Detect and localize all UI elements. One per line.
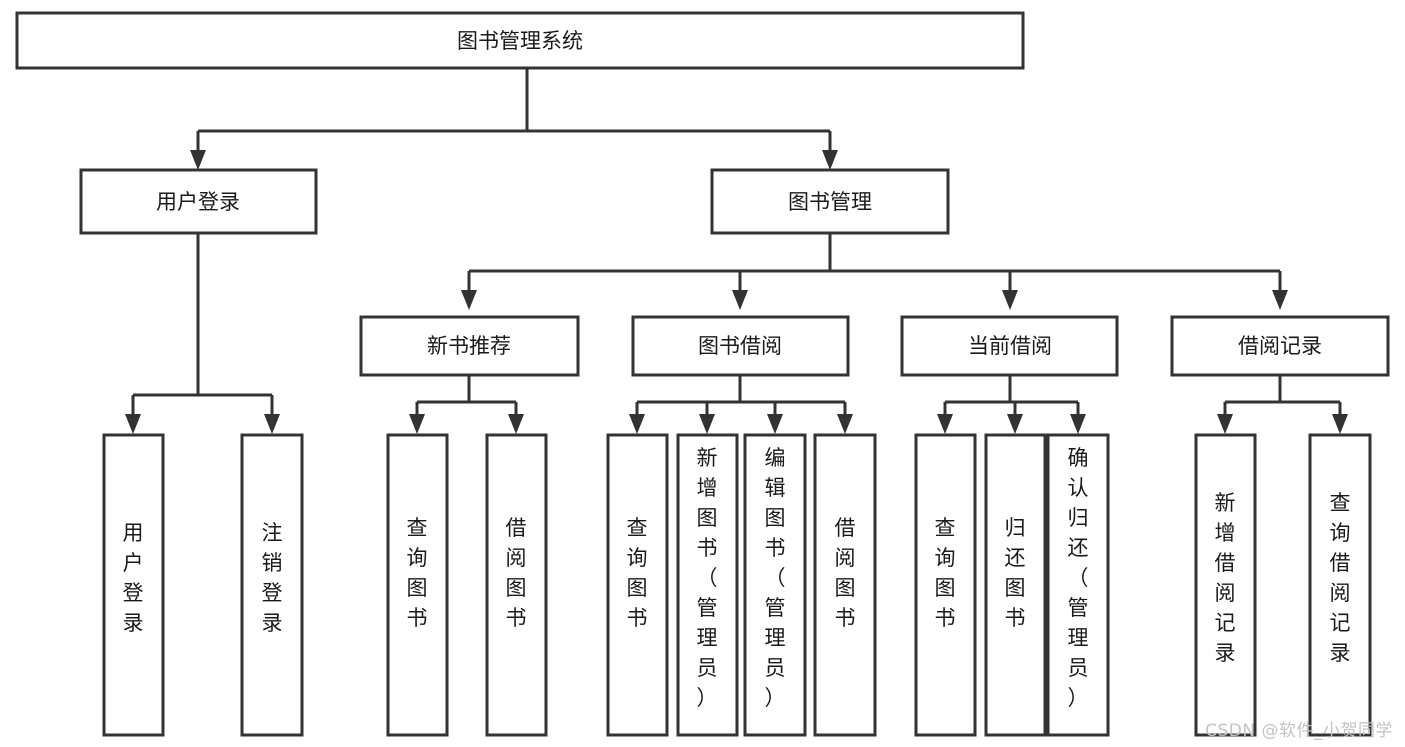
leaf-node[interactable]: 编辑图书（管理员） — [743, 433, 807, 737]
leaf-node[interactable]: 确认归还（管理员） — [1046, 433, 1110, 737]
arrow-head-user-login — [190, 150, 206, 170]
leaf-cb-query-book-label: 查询图书 — [935, 516, 956, 630]
arrow-head-book-mgmt — [822, 150, 838, 170]
leaf-cb-return-book-box[interactable] — [984, 433, 1047, 737]
leaf-node[interactable]: 借阅图书 — [485, 433, 548, 737]
leaf-bb-edit-book-label: 编辑图书（管理员） — [765, 446, 786, 710]
node-borrow-record-label: 借阅记录 — [1238, 334, 1322, 358]
arrow-head-bb-leaf-1 — [629, 414, 645, 434]
node-current-borrow[interactable]: 当前借阅 — [900, 315, 1119, 377]
leaf-bb-borrow-book-label: 借阅图书 — [835, 516, 856, 630]
arrow-head-leaf-logout — [264, 414, 280, 434]
leaf-node[interactable]: 归还图书 — [984, 433, 1047, 737]
leaf-bb-query-book-box[interactable] — [606, 433, 669, 737]
node-borrow-record[interactable]: 借阅记录 — [1170, 315, 1390, 377]
node-book-borrow-label: 图书借阅 — [698, 334, 782, 358]
arrow-head-cb-leaf-3 — [1070, 414, 1086, 434]
arrow-head-cb-leaf-1 — [937, 414, 953, 434]
leaf-bb-add-book-label: 新增图书（管理员） — [697, 446, 718, 710]
leaf-br-query-record-label: 查询借阅记录 — [1330, 491, 1351, 665]
leaf-node[interactable]: 查询图书 — [606, 433, 669, 737]
node-book-borrow[interactable]: 图书借阅 — [631, 315, 850, 377]
node-book-management-box[interactable] — [710, 168, 950, 235]
arrow-head-nbr-leaf-2 — [508, 414, 524, 434]
leaf-nbr-borrow-book-box[interactable] — [485, 433, 548, 737]
node-user-login-box[interactable] — [79, 168, 318, 235]
leaf-nbr-borrow-book-label: 借阅图书 — [506, 516, 527, 630]
arrow-head-leaf-user-login — [125, 414, 141, 434]
arrow-head-new-book-recommend — [461, 290, 477, 310]
leaf-nbr-query-book-box[interactable] — [386, 433, 449, 737]
arrow-head-br-leaf-2 — [1332, 414, 1348, 434]
node-book-borrow-box[interactable] — [631, 315, 850, 377]
leaf-bb-add-book-box[interactable] — [676, 433, 739, 737]
node-new-book-recommend[interactable]: 新书推荐 — [359, 315, 580, 377]
leaf-cb-query-book-box[interactable] — [914, 433, 977, 737]
leaf-node[interactable]: 借阅图书 — [813, 433, 877, 737]
leaf-user-login-box[interactable] — [102, 433, 165, 737]
node-book-management[interactable]: 图书管理 — [710, 168, 950, 235]
node-book-management-label: 图书管理 — [788, 190, 872, 214]
leaf-node[interactable]: 新增图书（管理员） — [676, 433, 739, 737]
leaf-cb-confirm-return-label: 确认归还（管理员） — [1068, 446, 1089, 710]
leaf-bb-edit-book-box[interactable] — [743, 433, 807, 737]
connector-layer — [125, 68, 1348, 434]
node-new-book-recommend-label: 新书推荐 — [427, 334, 511, 358]
arrow-head-nbr-leaf-1 — [409, 414, 425, 434]
leaf-bb-query-book-label: 查询图书 — [627, 516, 648, 630]
arrow-head-cb-leaf-2 — [1007, 414, 1023, 434]
leaf-br-add-record-label: 新增借阅记录 — [1215, 491, 1236, 665]
arrow-head-book-borrow — [732, 290, 748, 310]
leaf-user-login-label: 用户登录 — [123, 521, 144, 635]
leaf-logout-label: 注销登录 — [262, 521, 283, 635]
node-root-box[interactable] — [15, 11, 1025, 70]
leaf-node[interactable]: 注销登录 — [240, 433, 304, 737]
node-new-book-recommend-box[interactable] — [359, 315, 580, 377]
node-root[interactable]: 图书管理系统 — [15, 11, 1025, 70]
leaf-nbr-query-book-label: 查询图书 — [407, 516, 428, 630]
leaf-br-add-record-box[interactable] — [1194, 433, 1257, 737]
leaf-node[interactable]: 新增借阅记录 — [1194, 433, 1257, 737]
leaf-cb-return-book-label: 归还图书 — [1005, 516, 1026, 630]
arrow-head-bb-leaf-2 — [699, 414, 715, 434]
leaf-bb-borrow-book-box[interactable] — [813, 433, 877, 737]
leaf-logout-box[interactable] — [240, 433, 304, 737]
leaf-br-query-record-box[interactable] — [1308, 433, 1372, 737]
node-user-login[interactable]: 用户登录 — [79, 168, 318, 235]
node-current-borrow-box[interactable] — [900, 315, 1119, 377]
node-root-label: 图书管理系统 — [457, 29, 583, 53]
arrow-head-bb-leaf-4 — [837, 414, 853, 434]
node-borrow-record-box[interactable] — [1170, 315, 1390, 377]
arrow-head-current-borrow — [1002, 290, 1018, 310]
leaf-node[interactable]: 查询图书 — [914, 433, 977, 737]
node-user-login-label: 用户登录 — [156, 190, 240, 214]
arrow-head-br-leaf-1 — [1217, 414, 1233, 434]
leaf-cb-confirm-return-box[interactable] — [1046, 433, 1110, 737]
arrow-head-bb-leaf-3 — [767, 414, 783, 434]
node-current-borrow-label: 当前借阅 — [968, 334, 1052, 358]
leaf-node[interactable]: 查询图书 — [386, 433, 449, 737]
arrow-head-borrow-record — [1272, 290, 1288, 310]
leaf-node[interactable]: 查询借阅记录 — [1308, 433, 1372, 737]
leaf-node[interactable]: 用户登录 — [102, 433, 165, 737]
